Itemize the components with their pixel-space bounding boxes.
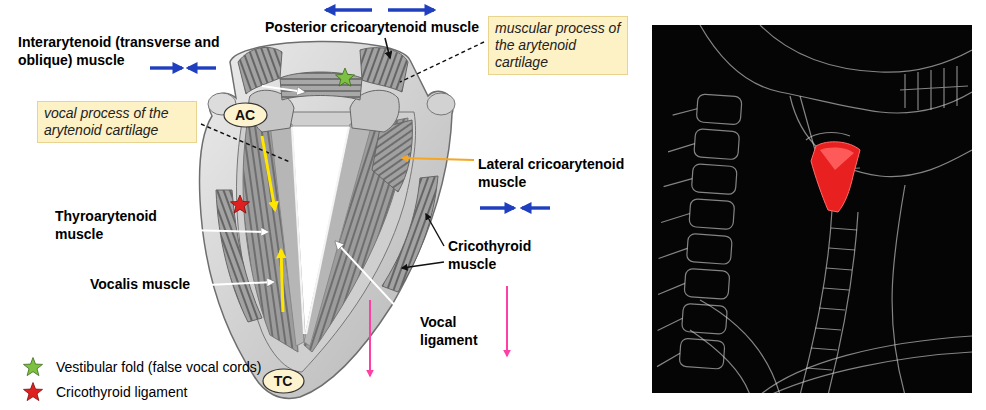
leader-arrow [184, 230, 268, 232]
oval-outline [263, 369, 304, 393]
thyroid-cartilage [200, 41, 454, 398]
legend-text: Vestibular fold (false vocal cords) [56, 359, 261, 375]
cartilage-tag: AC [223, 102, 268, 128]
teeth [900, 66, 968, 110]
leader-arrow [385, 38, 390, 58]
vocal-ligament [292, 127, 349, 334]
process-note: vocal process of the arytenoid cartilage [37, 101, 197, 143]
xray-picture [651, 25, 972, 395]
part-label: Vocal ligament [420, 314, 500, 349]
legend-star [24, 357, 43, 375]
spinous-process [652, 107, 697, 368]
motion-arrow [150, 66, 182, 69]
hyoid [806, 133, 850, 140]
leader-arrow [402, 158, 474, 160]
leader-arrow [207, 282, 274, 285]
xray-ground [652, 25, 972, 393]
skeleton [652, 25, 972, 393]
leader-arrow [336, 242, 414, 326]
legend-star [24, 382, 43, 400]
motion-arrow [326, 8, 372, 11]
rib [690, 300, 780, 393]
trachea [800, 210, 858, 393]
posterior-cricoarytenoid-muscle [360, 48, 408, 92]
vertebra [686, 233, 732, 264]
superior-horn [427, 93, 455, 115]
part-label: Cricothyroid muscle [448, 238, 552, 273]
vertebra [691, 164, 737, 195]
vertebra [696, 94, 742, 125]
red-star [231, 195, 250, 213]
node-text: TC [262, 373, 305, 389]
vertebra [689, 199, 735, 230]
vertebra [684, 268, 730, 299]
vertebrae [652, 92, 742, 371]
legend-text: Cricothyroid ligament [56, 384, 188, 400]
part-label: Interarytenoid (transverse and oblique) … [18, 34, 246, 69]
node-text: vocal process of the arytenoid cartilage [44, 105, 190, 139]
part-label: Posterior cricoarytenoid muscle [265, 19, 479, 37]
motion-arrow [522, 206, 550, 209]
larynx-drawing [200, 41, 456, 398]
clavicle [760, 336, 972, 393]
part-label: Lateral cricoarytenoid muscle [478, 156, 650, 191]
vertebra [694, 129, 740, 160]
motion-arrow [506, 286, 508, 356]
legend: Vestibular fold (false vocal cords) Crico… [22, 354, 261, 404]
skull [760, 25, 972, 72]
dashed-leader [201, 124, 290, 162]
motion-arrow [369, 300, 371, 376]
leader-arrow [262, 86, 304, 92]
neck-outline [892, 185, 905, 393]
cricothyroid-muscle [216, 190, 262, 322]
glottis [292, 126, 350, 336]
motion-arrow [262, 136, 275, 210]
larynx-highlight [811, 142, 860, 212]
cartilage-tag: TC [262, 368, 305, 394]
green-star [336, 68, 355, 86]
legend-row: Cricothyroid ligament [22, 379, 261, 404]
process-note: muscular process of the arytenoid cartil… [488, 16, 628, 75]
node-text: AC [223, 107, 268, 123]
vertebra [682, 303, 728, 334]
dashed-leader [400, 42, 484, 82]
leader-arrow [402, 262, 444, 268]
cricothyroid-muscle [382, 176, 438, 292]
part-label: Vocalis muscle [85, 274, 195, 296]
part-label: Thyroarytenoid muscle [55, 208, 181, 243]
oval-outline [224, 103, 267, 127]
vertebra [679, 338, 725, 369]
legend-star [22, 381, 44, 403]
larynx-highlight [820, 148, 854, 170]
laryngeal-cavity [237, 112, 416, 372]
node-text: muscular process of the arytenoid cartil… [495, 20, 621, 70]
legend-star [22, 356, 44, 378]
motion-arrow [388, 8, 434, 11]
motion-arrow [188, 66, 216, 69]
trachea-rings [806, 228, 857, 370]
motion-arrow [281, 250, 283, 312]
leader-arrow [426, 214, 444, 246]
motion-arrow [480, 206, 514, 209]
legend-row: Vestibular fold (false vocal cords) [22, 354, 261, 379]
